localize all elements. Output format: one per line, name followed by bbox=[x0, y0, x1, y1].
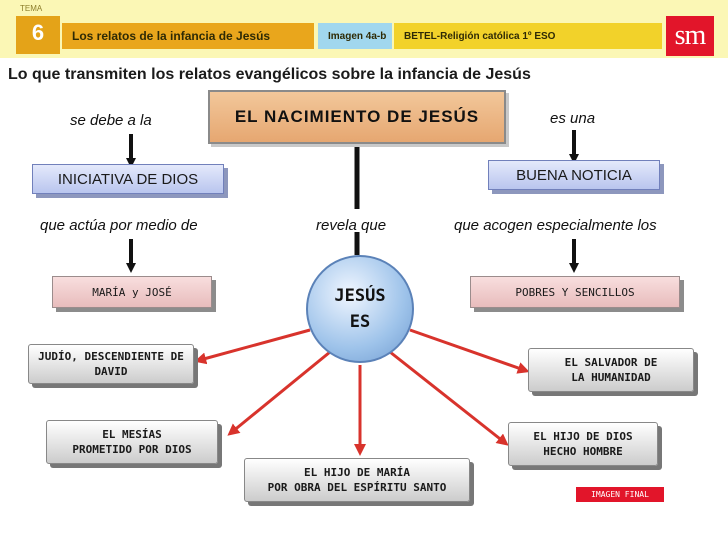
mesias-line-1: EL MESÍAS bbox=[102, 428, 162, 441]
salvador-box: EL SALVADOR DE LA HUMANIDAD bbox=[528, 348, 694, 392]
hijo-dios-line-2: HECHO HOMBRE bbox=[543, 445, 623, 458]
course-label: BETEL-Religión católica 1º ESO bbox=[394, 23, 662, 49]
mesias-box: EL MESÍAS PROMETIDO POR DIOS bbox=[46, 420, 218, 464]
arrow-to-mesias bbox=[227, 350, 331, 436]
imagen-final-button[interactable]: IMAGEN FINAL bbox=[576, 487, 664, 502]
arrow-to-judio bbox=[194, 328, 311, 365]
buena-noticia-box: BUENA NOTICIA bbox=[488, 160, 660, 190]
mesias-line-2: PROMETIDO POR DIOS bbox=[72, 443, 192, 456]
connector-se-debe: se debe a la bbox=[70, 112, 152, 129]
hijo-dios-line-1: EL HIJO DE DIOS bbox=[533, 430, 633, 443]
hijo-dios-box: EL HIJO DE DIOS HECHO HOMBRE bbox=[508, 422, 658, 466]
connector-acogen: que acogen especialmente los bbox=[454, 217, 657, 234]
image-label: Imagen 4a-b bbox=[318, 23, 392, 49]
center-line-1: JESÚS bbox=[334, 286, 386, 306]
tema-number: 6 bbox=[31, 20, 45, 45]
page-subtitle: Lo que transmiten los relatos evangélico… bbox=[8, 66, 531, 83]
judio-box: JUDÍO, DESCENDIENTE DE DAVID bbox=[28, 344, 194, 384]
salvador-line-2: LA HUMANIDAD bbox=[571, 371, 651, 384]
hijo-maria-line-2: POR OBRA DEL ESPÍRITU SANTO bbox=[267, 481, 447, 494]
salvador-line-1: EL SALVADOR DE bbox=[564, 356, 658, 369]
connector-actua: que actúa por medio de bbox=[40, 217, 198, 234]
unit-title: Los relatos de la infancia de Jesús bbox=[62, 23, 314, 49]
jesus-es-circle: JESÚS ES bbox=[306, 255, 414, 363]
connector-es-una: es una bbox=[550, 110, 596, 127]
maria-jose-box: MARÍA y JOSÉ bbox=[52, 276, 212, 308]
tema-label: TEMA bbox=[20, 4, 43, 13]
arrow-to-hijo-dios bbox=[389, 350, 509, 446]
main-concept-box: EL NACIMIENTO DE JESÚS bbox=[208, 90, 506, 144]
judio-line-1: JUDÍO, DESCENDIENTE DE bbox=[38, 350, 184, 363]
pobres-sencillos-box: POBRES Y SENCILLOS bbox=[470, 276, 680, 308]
hijo-maria-line-1: EL HIJO DE MARÍA bbox=[304, 466, 410, 479]
arrow-to-salvador bbox=[409, 328, 530, 374]
iniciativa-box: INICIATIVA DE DIOS bbox=[32, 164, 224, 194]
sm-logo: sm bbox=[666, 16, 714, 56]
connector-revela: revela que bbox=[316, 217, 387, 234]
judio-line-2: DAVID bbox=[94, 365, 128, 378]
tema-box bbox=[16, 16, 60, 54]
hijo-maria-box: EL HIJO DE MARÍA POR OBRA DEL ESPÍRITU S… bbox=[244, 458, 470, 502]
center-line-2: ES bbox=[349, 312, 371, 332]
